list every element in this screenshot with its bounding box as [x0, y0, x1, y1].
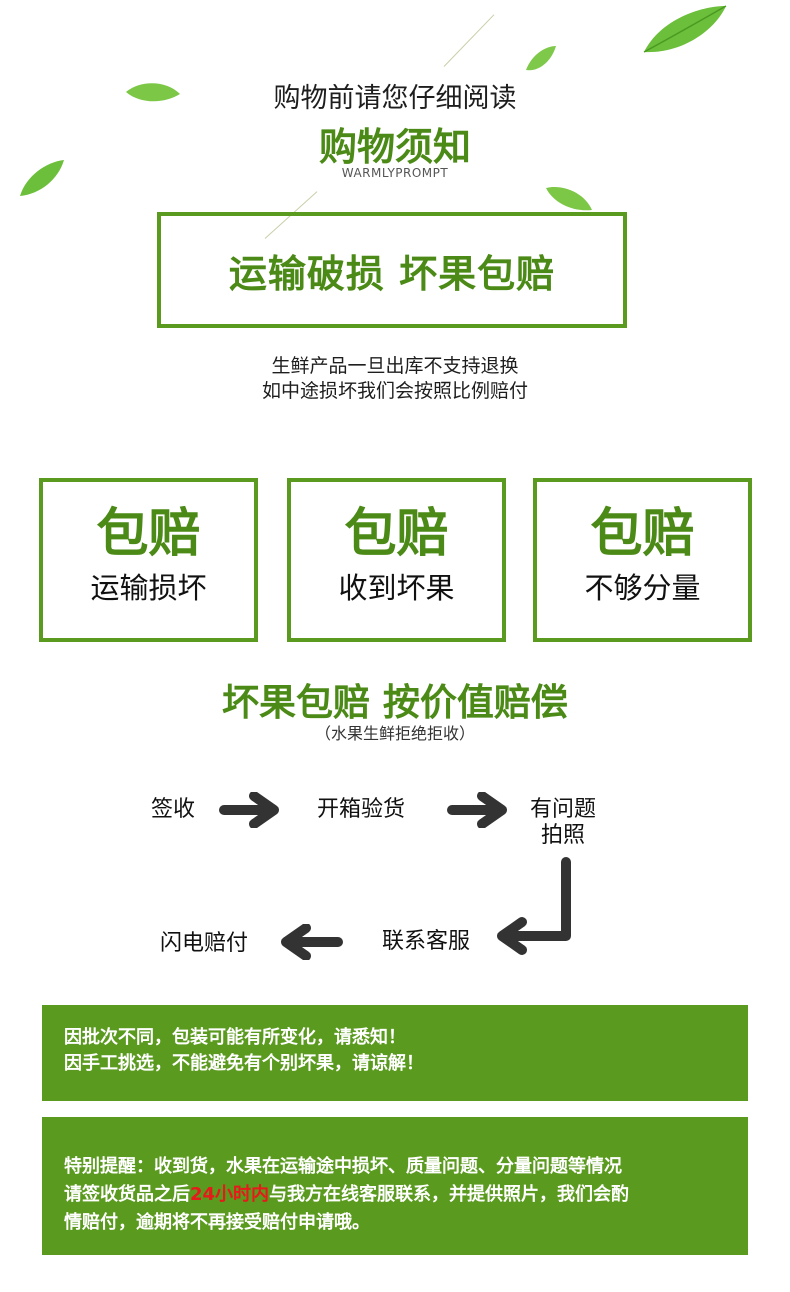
policy-line: 生鲜产品一旦出库不支持退换 [271, 355, 519, 377]
notice-line: 请签收货品之后24小时内与我方在线客服联系，并提供照片，我们会酌 [64, 1181, 726, 1209]
step-photo: 有问题 拍照 [520, 797, 606, 849]
notice-line: 因批次不同，包装可能有所变化，请悉知！ [64, 1027, 406, 1048]
step-inspect: 开箱验货 [316, 797, 405, 822]
slogan-title: 坏果包赔 按价值赔偿 [222, 681, 568, 724]
leaf-icon [20, 160, 64, 196]
deadline-highlight: 24小时内 [190, 1184, 270, 1205]
main-banner-text: 运输破损 坏果包赔 [228, 251, 556, 296]
arrow-turn-left-icon [497, 857, 571, 955]
card-subtitle: 收到坏果 [338, 571, 455, 605]
step-compensate: 闪电赔付 [159, 931, 248, 956]
arrow-left-icon [281, 924, 343, 960]
main-banner-box: 运输破损 坏果包赔 [157, 212, 627, 328]
notice-banner-packaging: 因批次不同，包装可能有所变化，请悉知！ 因手工挑选，不能避免有个别坏果，请谅解！ [42, 1005, 748, 1101]
step-photo-line: 拍照 [540, 823, 585, 848]
card-title: 包赔 [590, 504, 695, 564]
page-title: 购物须知 [318, 125, 471, 169]
leaf-icon [546, 186, 592, 211]
leaf-icon [526, 46, 556, 71]
notice-line: 特别提醒：收到货，水果在运输途中损坏、质量问题、分量问题等情况 [64, 1156, 622, 1177]
decor-line [443, 14, 495, 67]
notice-text: 请签收货品之后 [64, 1184, 190, 1205]
leaf-icon [126, 83, 180, 102]
step-sign: 签收 [150, 797, 195, 822]
slogan-note: （水果生鲜拒绝拒收） [314, 724, 475, 743]
card-subtitle: 运输损坏 [90, 571, 207, 605]
policy-line: 如中途损坏我们会按照比例赔付 [261, 380, 528, 402]
notice-text: 与我方在线客服联系，并提供照片，我们会酌 [269, 1184, 630, 1205]
card-title: 包赔 [344, 504, 449, 564]
arrow-right-icon [219, 792, 279, 828]
notice-line: 情赔付，逾期将不再接受赔付申请哦。 [64, 1212, 370, 1233]
header-subtitle: 购物前请您仔细阅读 [273, 83, 517, 114]
policy-text: 生鲜产品一旦出库不支持退换 如中途损坏我们会按照比例赔付 [0, 354, 790, 404]
step-contact: 联系客服 [381, 929, 470, 954]
card-title: 包赔 [96, 504, 201, 564]
guarantee-card-bad-fruit: 包赔 收到坏果 [287, 478, 506, 642]
guarantee-card-weight: 包赔 不够分量 [533, 478, 752, 642]
header-english: WARMLYPROMPT [341, 166, 449, 180]
step-photo-line: 有问题 [529, 797, 596, 822]
card-subtitle: 不够分量 [584, 571, 701, 605]
leaf-icon [643, 5, 727, 53]
guarantee-card-damage: 包赔 运输损坏 [39, 478, 258, 642]
arrow-right-icon [447, 792, 507, 828]
notice-line: 因手工挑选，不能避免有个别坏果，请谅解！ [64, 1053, 424, 1074]
notice-banner-reminder: 特别提醒：收到货，水果在运输途中损坏、质量问题、分量问题等情况 请签收货品之后2… [42, 1117, 748, 1255]
